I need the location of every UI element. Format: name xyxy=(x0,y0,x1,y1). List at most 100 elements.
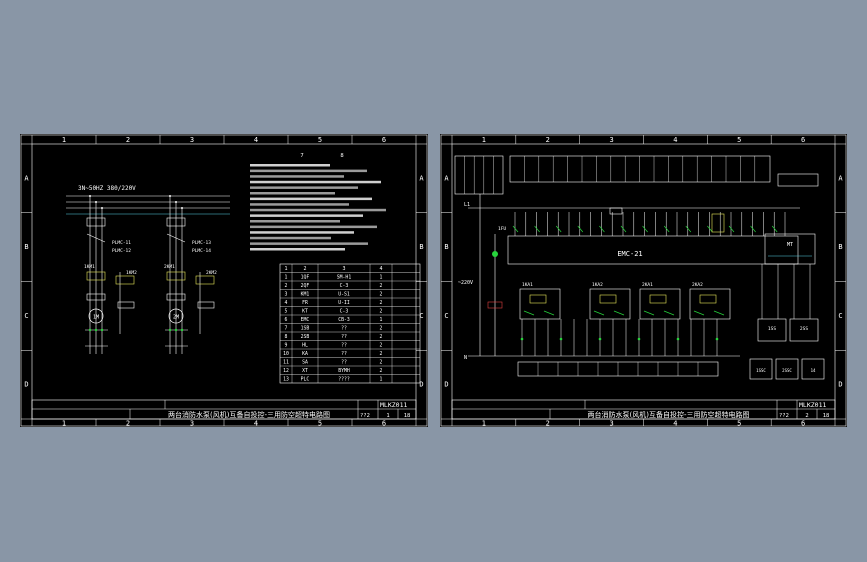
box-label: 1SSC xyxy=(756,368,766,373)
table-cell: 6 xyxy=(285,317,288,323)
overload-relay xyxy=(197,301,215,309)
header-cells xyxy=(454,155,504,195)
table-cell: ?? xyxy=(341,360,347,366)
col-number-top: 5 xyxy=(737,136,741,144)
table-cell: 2QF xyxy=(301,283,310,289)
row-letter-right: B xyxy=(838,243,842,251)
relay-label: 1KA2 xyxy=(592,282,603,288)
green-contact xyxy=(728,225,735,233)
col-number-bottom: 1 xyxy=(62,420,66,428)
terminal-dot xyxy=(598,337,602,341)
row-letter-left: A xyxy=(444,174,449,182)
relay-module xyxy=(589,288,631,320)
terminal-dot xyxy=(88,328,92,332)
terminal-dot xyxy=(94,328,98,332)
row-letter-right: A xyxy=(419,174,424,182)
row-letter-right: A xyxy=(838,174,843,182)
col-number-top: 5 xyxy=(318,136,322,144)
drawing-number: MLKZ011 xyxy=(799,401,826,409)
header-box xyxy=(777,173,819,187)
table-cell: 5 xyxy=(285,309,288,315)
title-block xyxy=(451,399,836,420)
col-number-bottom: 4 xyxy=(254,420,258,428)
green-contact xyxy=(512,225,519,233)
fault-label: PLMC-11 xyxy=(112,240,131,246)
junction-dot xyxy=(181,207,183,209)
table-cell: ?? xyxy=(341,351,347,357)
table-cell: FR xyxy=(302,300,308,306)
row-letter-right: D xyxy=(419,381,423,389)
spec-col-number: 7 xyxy=(300,153,303,159)
green-contact xyxy=(713,310,725,316)
spec-text-line xyxy=(250,203,349,206)
spec-text-line xyxy=(250,180,381,184)
row-letter-left: B xyxy=(444,243,448,251)
revision: ??2 xyxy=(779,413,789,419)
green-contact xyxy=(593,310,605,316)
spec-col-number: 8 xyxy=(340,153,343,159)
fault-label: PLMC-13 xyxy=(192,240,211,246)
terminal-dot xyxy=(520,337,524,341)
table-cell: SM-H1 xyxy=(337,275,352,281)
switch-2SS xyxy=(789,318,819,342)
table-cell: PLC xyxy=(301,377,310,383)
table-cell: 3 xyxy=(285,292,288,298)
terminal-dot xyxy=(637,337,641,341)
spec-text-line xyxy=(250,214,363,217)
terminal-dot xyxy=(174,328,178,332)
contact xyxy=(166,233,186,243)
row-letter-right: D xyxy=(838,381,842,389)
green-contact xyxy=(543,310,555,316)
green-contact xyxy=(643,310,655,316)
spec-text-line xyxy=(250,242,368,245)
relay-coil xyxy=(529,294,547,304)
table-cell: 13 xyxy=(283,377,289,383)
terminal-dot xyxy=(168,328,172,332)
spec-text-line xyxy=(250,186,358,189)
relay-label: 2SS xyxy=(800,326,808,332)
row-letter-left: D xyxy=(24,381,28,389)
relay-module xyxy=(689,288,731,320)
col-number-top: 2 xyxy=(546,136,550,144)
box-2SSC xyxy=(775,358,799,380)
table-cell: XT xyxy=(302,368,308,374)
terminal-dot xyxy=(715,337,719,341)
relay-label: 2KA1 xyxy=(642,282,653,288)
drawing-number: MLKZ011 xyxy=(380,401,407,409)
table-cell: 2 xyxy=(380,368,383,374)
table-cell: 10 xyxy=(283,351,289,357)
contactor xyxy=(166,271,186,281)
table-header: 1 xyxy=(284,266,287,272)
spec-text-line xyxy=(250,192,335,195)
relay-label: 1KA1 xyxy=(522,282,533,288)
revision: ??2 xyxy=(360,413,370,419)
spec-text-line xyxy=(250,197,372,201)
table-cell: 2 xyxy=(380,326,383,332)
title-text: 两台消防水泵(风机)互备自投控-三用防空超特电路图 xyxy=(588,410,750,419)
relay-label: 2KM1 xyxy=(164,264,175,270)
voltage-label: ~220V xyxy=(458,280,473,286)
col-number-bottom: 3 xyxy=(190,420,194,428)
spec-text-line xyxy=(250,220,340,223)
green-contact xyxy=(685,225,692,233)
supply-label: 3N~50HZ 380/220V xyxy=(78,185,136,192)
table-cell: ?? xyxy=(341,343,347,349)
breaker-qf xyxy=(86,217,106,227)
overload-relay xyxy=(86,293,106,301)
spec-text-line xyxy=(250,208,386,212)
box-14 xyxy=(801,358,825,380)
col-number-top: 3 xyxy=(609,136,613,144)
col-number-bottom: 5 xyxy=(737,420,741,428)
table-cell: 7 xyxy=(285,326,288,332)
table-cell: 2 xyxy=(380,309,383,315)
spec-text-line xyxy=(250,248,345,251)
sheet-total: 18 xyxy=(404,413,411,419)
green-contact xyxy=(642,225,648,233)
table-cell: 2 xyxy=(380,292,383,298)
table-cell: 2 xyxy=(380,300,383,306)
terminal-dot xyxy=(559,337,563,341)
table-cell: U-S1 xyxy=(338,292,350,298)
box-label: 14 xyxy=(811,368,816,373)
table-cell: 1 xyxy=(380,317,383,323)
green-contact xyxy=(707,225,713,233)
